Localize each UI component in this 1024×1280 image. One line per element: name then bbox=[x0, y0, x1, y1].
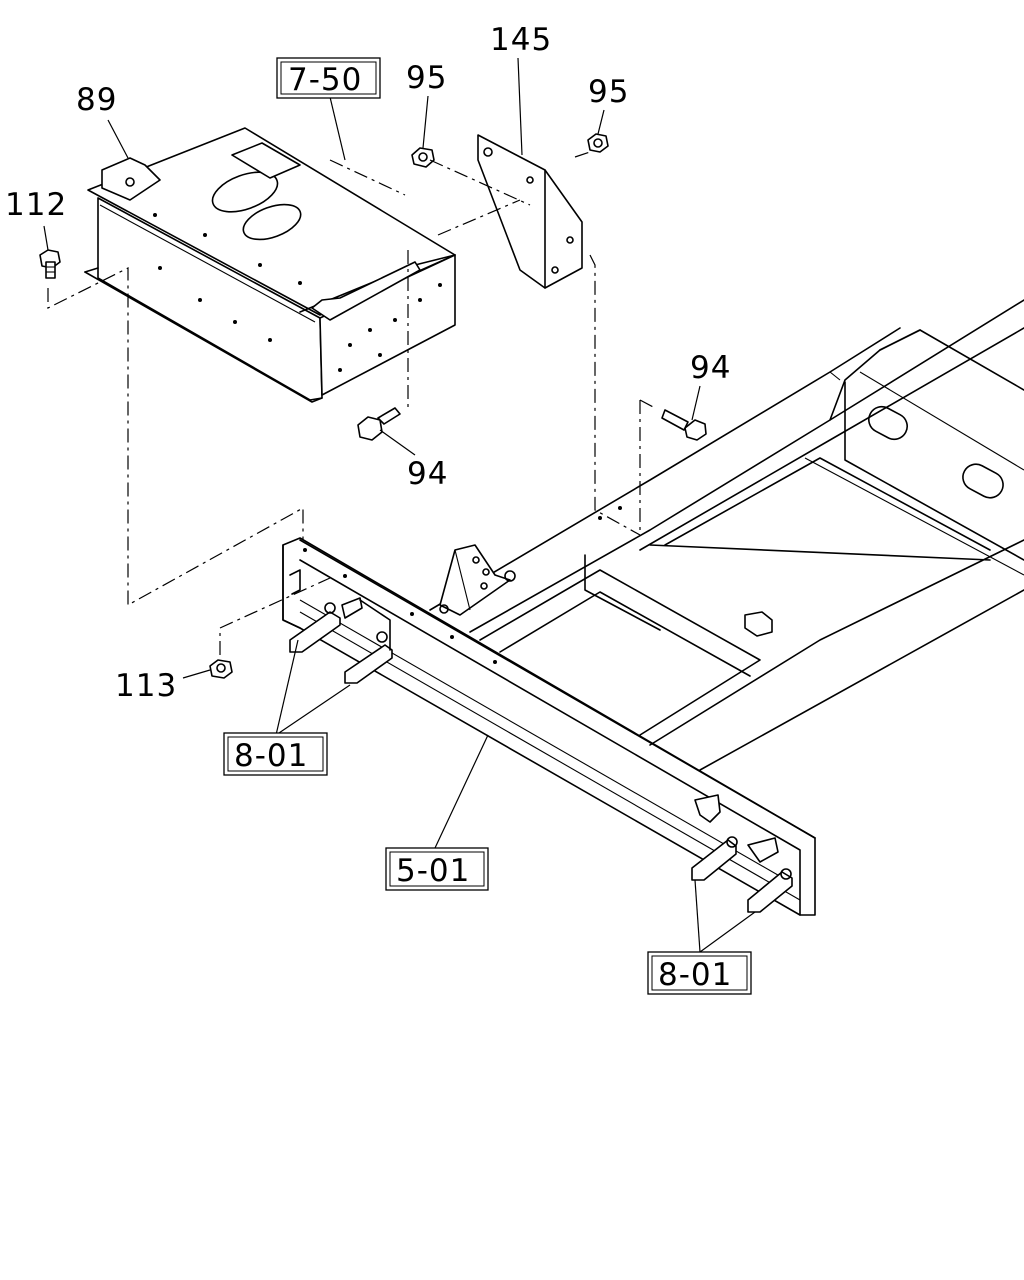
bolt-94-upper bbox=[661, 409, 707, 441]
mounting-bracket-145 bbox=[477, 134, 583, 289]
reference-box-8-01-right: 8-01 bbox=[647, 951, 752, 995]
label-89: 89 bbox=[76, 82, 117, 118]
label-94-lower: 94 bbox=[407, 456, 448, 492]
ref-7-50-text: 7-50 bbox=[288, 62, 362, 98]
bolt-94-lower bbox=[357, 407, 401, 441]
bolt-112 bbox=[39, 249, 61, 279]
assembly-lines bbox=[47, 151, 656, 655]
spring-hanger-rear-right bbox=[691, 794, 793, 913]
nut-95-left bbox=[411, 147, 435, 168]
label-94-upper: 94 bbox=[690, 350, 731, 386]
reference-box-8-01-left: 8-01 bbox=[223, 732, 328, 776]
ref-8-01-right-text: 8-01 bbox=[658, 957, 732, 993]
label-112: 112 bbox=[5, 187, 67, 223]
equipment-box bbox=[84, 127, 456, 403]
chassis-frame bbox=[282, 299, 1024, 916]
label-95-right: 95 bbox=[588, 74, 629, 110]
nut-95-right bbox=[587, 133, 609, 153]
ref-8-01-left-text: 8-01 bbox=[234, 738, 308, 774]
spring-hanger-front-left bbox=[289, 569, 393, 684]
label-113: 113 bbox=[115, 668, 177, 704]
label-95-left: 95 bbox=[406, 60, 447, 96]
nut-113 bbox=[209, 659, 233, 679]
leader-lines bbox=[43, 57, 756, 953]
ref-5-01-text: 5-01 bbox=[396, 853, 470, 889]
part-labels: 89 112 113 95 95 145 94 94 7-50 8-01 5-0… bbox=[5, 22, 752, 995]
reference-box-5-01: 5-01 bbox=[385, 847, 489, 891]
reference-box-7-50: 7-50 bbox=[276, 57, 381, 99]
label-145: 145 bbox=[490, 22, 552, 58]
